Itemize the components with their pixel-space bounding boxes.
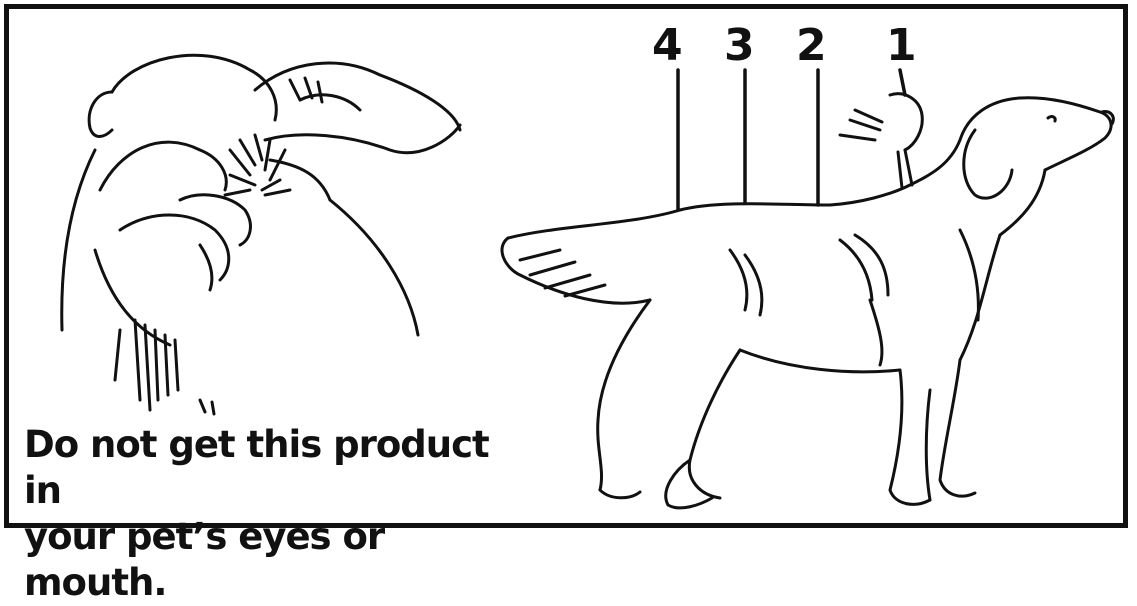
site-label-1: 1	[886, 24, 917, 68]
dog-standing-illustration	[502, 94, 1113, 508]
warning-line-1: Do not get this product in	[24, 422, 524, 514]
site-label-4: 4	[652, 24, 683, 68]
hands-parting-fur-illustration	[62, 55, 460, 414]
warning-line-2: your pet’s eyes or mouth.	[24, 514, 524, 606]
site-label-2: 2	[796, 24, 827, 68]
site-label-3: 3	[724, 24, 755, 68]
site-1-line	[900, 70, 905, 95]
diagram-canvas: 4 3 2 1 Do not get this product in your …	[0, 0, 1137, 538]
warning-caption: Do not get this product in your pet’s ey…	[24, 422, 524, 606]
